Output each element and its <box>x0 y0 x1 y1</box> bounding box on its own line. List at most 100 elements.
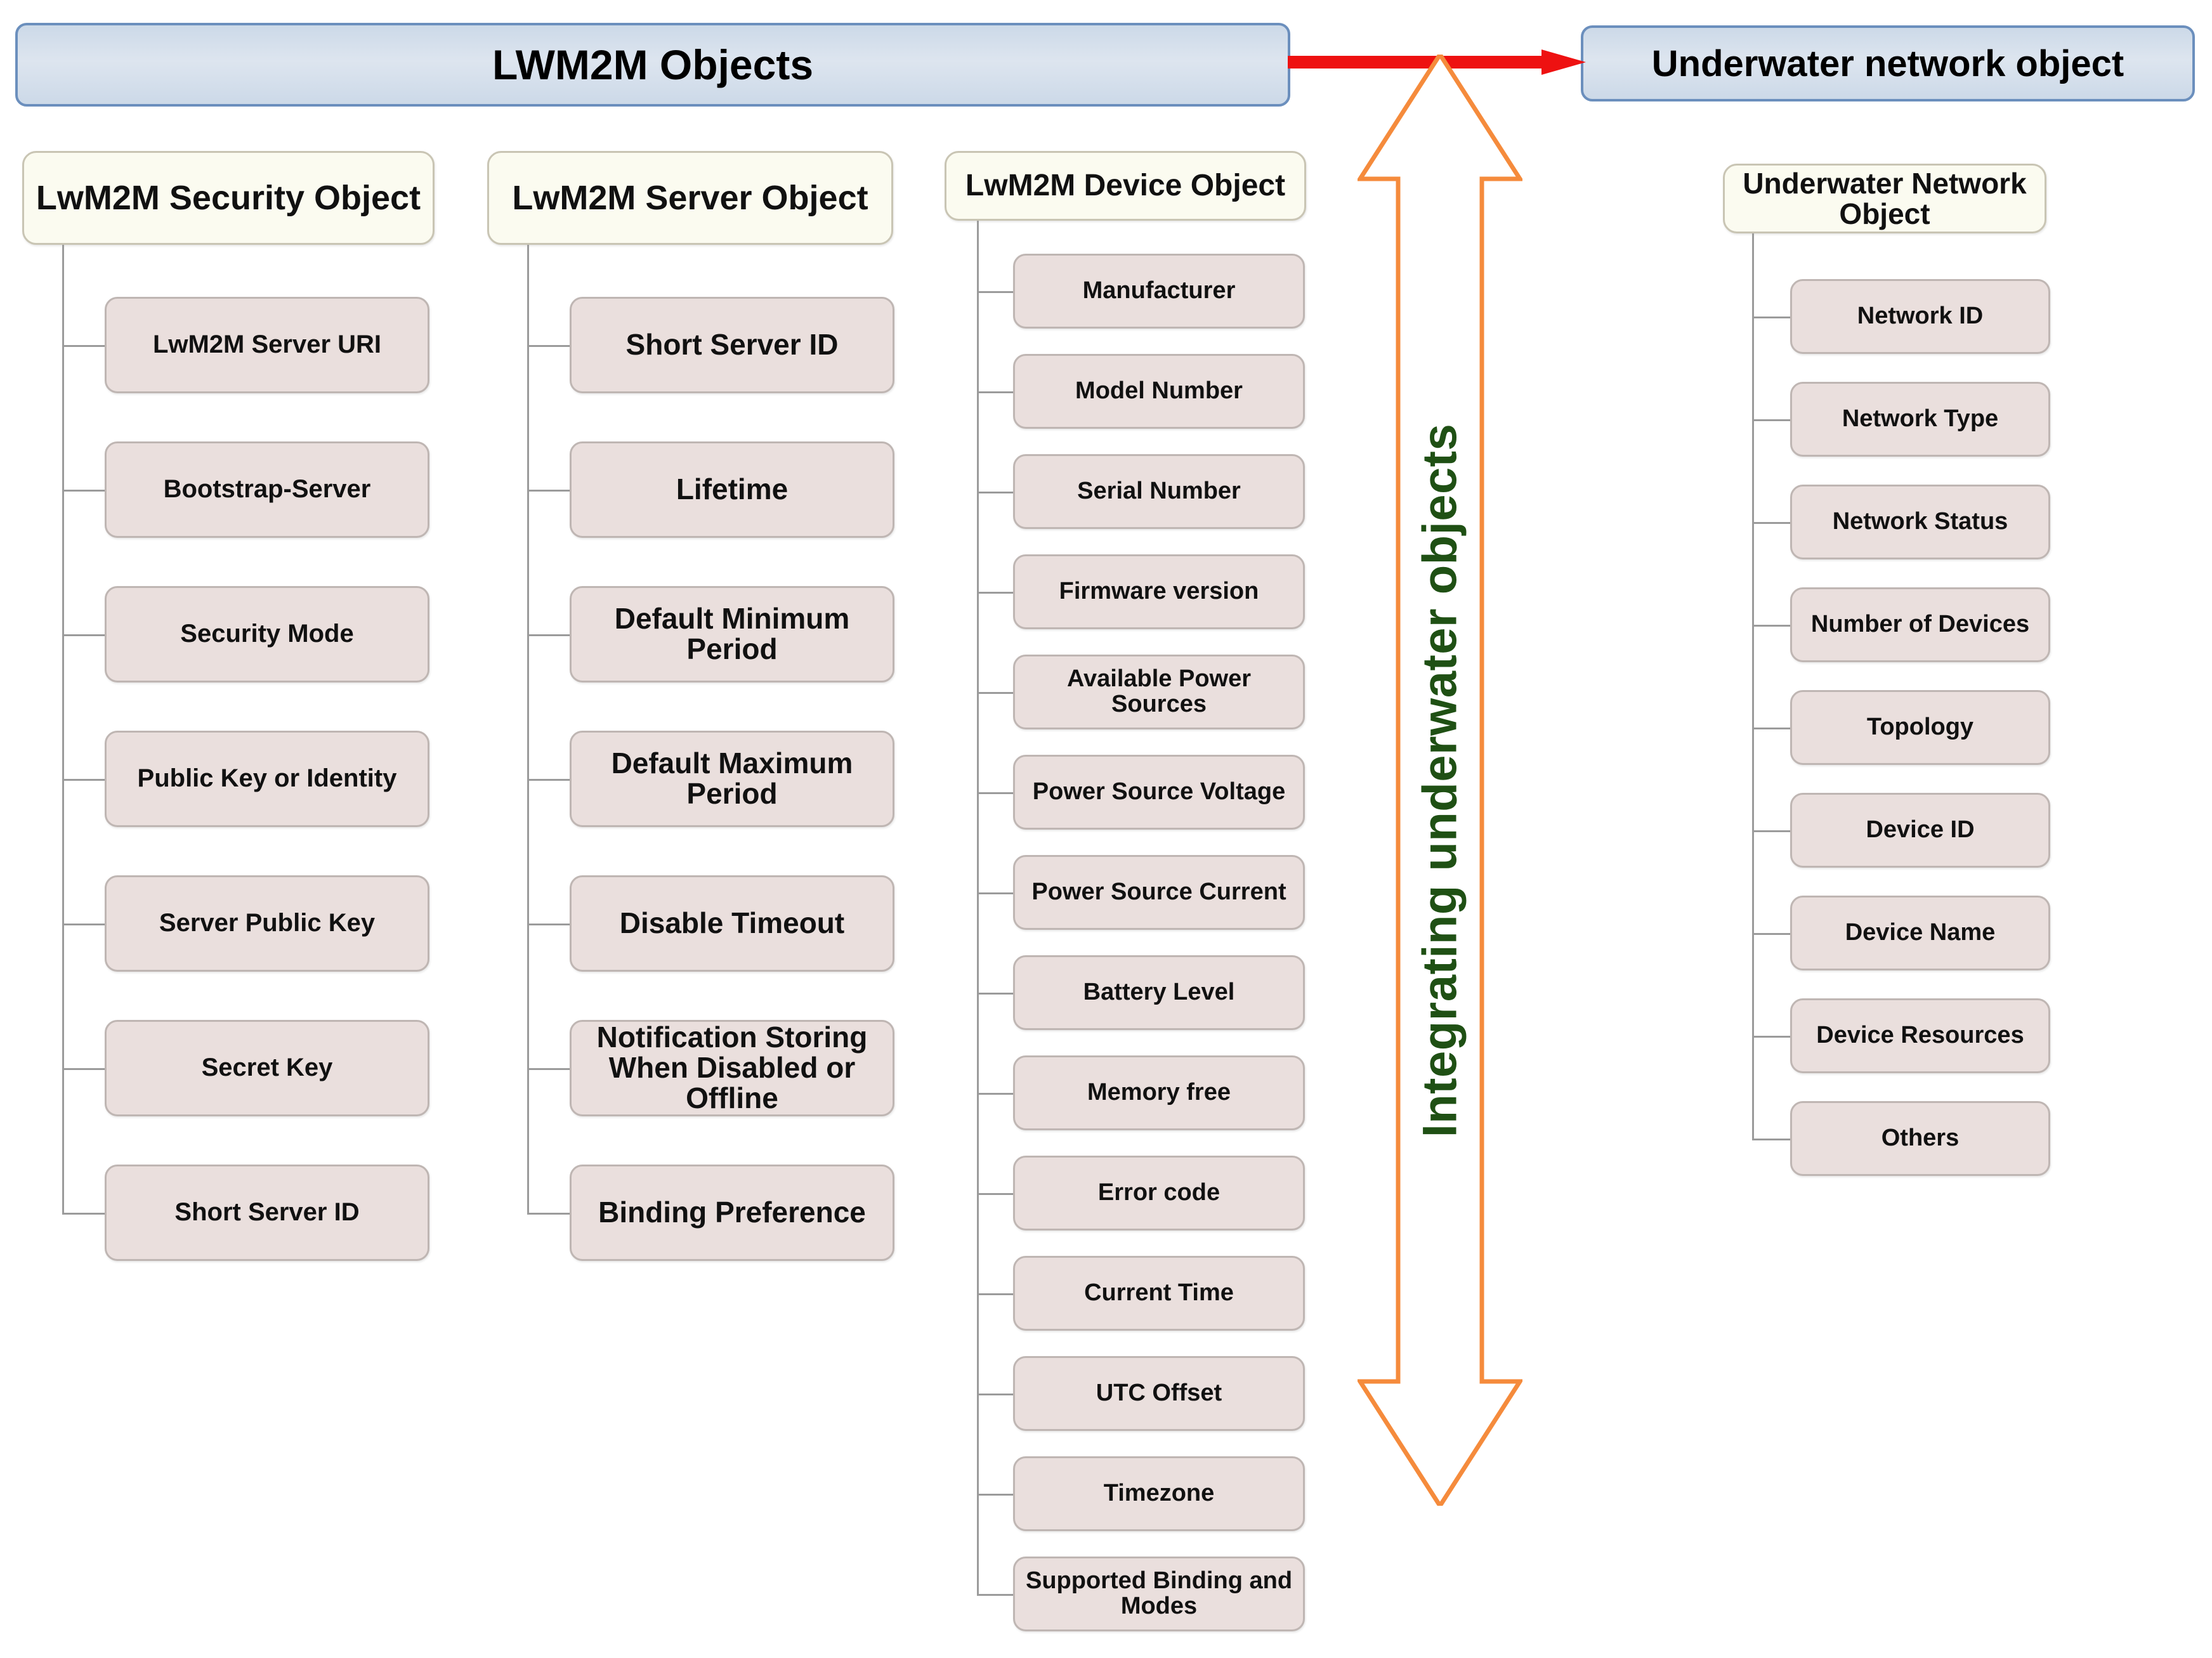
object-header-label: LwM2M Device Object <box>965 168 1286 202</box>
tree-spine-device <box>977 221 979 1594</box>
tree-connector <box>62 924 105 925</box>
tree-connector <box>977 692 1013 694</box>
tree-connector <box>62 1068 105 1070</box>
object-header-label: LwM2M Server Object <box>512 178 868 217</box>
resource-item: Power Source Current <box>1013 855 1305 930</box>
resource-item: LwM2M Server URI <box>105 297 429 393</box>
resource-item-label: Available Power Sources <box>1066 665 1252 717</box>
tree-connector <box>1752 728 1790 729</box>
resource-item-label: Power Source Current <box>1031 878 1286 906</box>
double-headed-vertical-arrow-icon <box>1358 55 1522 1506</box>
tree-connector <box>1752 1139 1790 1140</box>
tree-connector <box>977 1494 1013 1496</box>
resource-item-label: Others <box>1881 1125 1960 1152</box>
resource-item: Device Resources <box>1790 998 2050 1073</box>
resource-item-label: Short Server ID <box>625 328 839 362</box>
resource-item: Binding Preference <box>570 1165 894 1261</box>
tree-connector <box>527 1213 570 1215</box>
resource-item: Network Type <box>1790 382 2050 457</box>
tree-connector <box>1752 317 1790 318</box>
object-header-device: LwM2M Device Object <box>945 151 1306 221</box>
resource-item: Power Source Voltage <box>1013 755 1305 830</box>
resource-item: Lifetime <box>570 441 894 538</box>
tree-connector <box>62 345 105 347</box>
resource-item-label: Default Minimum Period <box>614 602 850 665</box>
resource-item: Battery Level <box>1013 955 1305 1030</box>
resource-item: Device ID <box>1790 793 2050 868</box>
tree-connector <box>977 792 1013 794</box>
resource-item: Short Server ID <box>105 1165 429 1261</box>
tree-connector <box>977 1193 1013 1195</box>
resource-item: Secret Key <box>105 1020 429 1116</box>
resource-item-label: Public Key or Identity <box>137 764 397 793</box>
tree-connector <box>62 490 105 492</box>
resource-item: Number of Devices <box>1790 587 2050 662</box>
tree-connector <box>1752 1036 1790 1038</box>
resource-item: Timezone <box>1013 1456 1305 1531</box>
object-header-label: LwM2M Security Object <box>36 178 421 217</box>
resource-item-label: Memory free <box>1087 1079 1231 1106</box>
tree-connector <box>977 391 1013 393</box>
tree-connector <box>527 924 570 925</box>
object-header-server: LwM2M Server Object <box>487 151 893 245</box>
resource-item-label: Topology <box>1866 714 1974 741</box>
tree-connector <box>977 592 1013 594</box>
tree-connector <box>527 490 570 492</box>
resource-item: Security Mode <box>105 586 429 682</box>
resource-item-label: LwM2M Server URI <box>152 330 382 359</box>
tree-connector <box>62 634 105 636</box>
resource-item-label: Lifetime <box>676 473 789 506</box>
resource-item-label: Firmware version <box>1059 578 1259 605</box>
tree-connector <box>527 634 570 636</box>
tree-connector <box>977 1093 1013 1095</box>
resource-item: Current Time <box>1013 1256 1305 1331</box>
tree-connector <box>977 892 1013 894</box>
object-header-underwater: Underwater Network Object <box>1723 164 2046 233</box>
tree-connector <box>977 291 1013 293</box>
resource-item-label: Network ID <box>1857 303 1984 330</box>
resource-item: Available Power Sources <box>1013 655 1305 729</box>
resource-item-label: Battery Level <box>1083 979 1235 1006</box>
resource-item-label: Network Status <box>1832 508 2008 535</box>
banner-left-label: LWM2M Objects <box>492 41 814 88</box>
resource-item: Topology <box>1790 690 2050 765</box>
tree-connector <box>527 1068 570 1070</box>
resource-item-label: Secret Key <box>201 1054 333 1082</box>
tree-spine-security <box>62 245 64 1213</box>
tree-connector <box>62 779 105 781</box>
resource-item-label: Server Public Key <box>159 909 376 937</box>
resource-item-label: Network Type <box>1842 405 1999 433</box>
resource-item: Memory free <box>1013 1055 1305 1130</box>
tree-connector <box>62 1213 105 1215</box>
resource-item-label: Number of Devices <box>1810 611 2030 638</box>
resource-item-label: Short Server ID <box>174 1198 360 1227</box>
resource-item: Error code <box>1013 1156 1305 1230</box>
resource-item-label: Device Name <box>1845 919 1996 946</box>
resource-item: Disable Timeout <box>570 875 894 972</box>
tree-connector <box>527 345 570 347</box>
tree-connector <box>1752 830 1790 832</box>
tree-connector <box>977 1293 1013 1295</box>
resource-item-label: Notification Storing When Disabled or Of… <box>596 1021 868 1114</box>
resource-item: Others <box>1790 1101 2050 1176</box>
resource-item-label: Model Number <box>1075 377 1243 405</box>
resource-item: Device Name <box>1790 896 2050 970</box>
object-header-label: Underwater Network Object <box>1743 166 2027 230</box>
object-header-security: LwM2M Security Object <box>22 151 435 245</box>
resource-item: Model Number <box>1013 354 1305 429</box>
resource-item-label: Timezone <box>1103 1480 1215 1507</box>
resource-item-label: Bootstrap-Server <box>163 475 371 504</box>
resource-item-label: Device Resources <box>1816 1022 2024 1049</box>
resource-item: Default Minimum Period <box>570 586 894 682</box>
resource-item: Manufacturer <box>1013 254 1305 329</box>
resource-item-label: Default Maximum Period <box>611 747 853 810</box>
resource-item: Firmware version <box>1013 554 1305 629</box>
resource-item: Public Key or Identity <box>105 731 429 827</box>
red-arrow-icon <box>1288 49 1586 75</box>
resource-item: Default Maximum Period <box>570 731 894 827</box>
tree-connector <box>1752 625 1790 627</box>
resource-item-label: Power Source Voltage <box>1032 778 1286 806</box>
resource-item: Serial Number <box>1013 454 1305 529</box>
resource-item: Bootstrap-Server <box>105 441 429 538</box>
